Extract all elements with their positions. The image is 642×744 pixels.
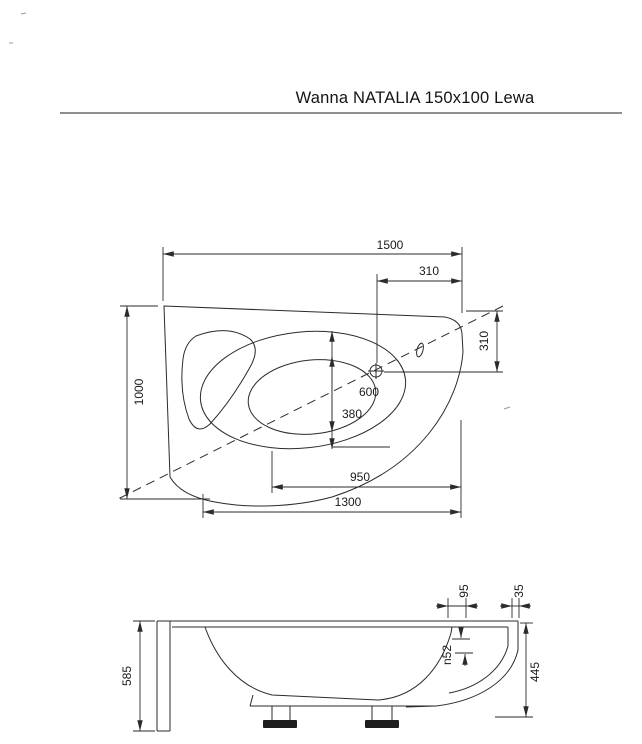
dim-overflow-n52: n52 xyxy=(440,627,473,666)
tub-section xyxy=(157,620,519,708)
dim-1300: 1300 xyxy=(202,494,461,518)
dim-950: 950 xyxy=(271,420,462,518)
dim-label-600: 600 xyxy=(359,385,379,399)
dim-35: 35 xyxy=(500,584,531,618)
dim-600: 600 xyxy=(329,331,379,449)
dim-label-585: 585 xyxy=(120,666,134,686)
dim-380: 380 xyxy=(329,356,390,448)
overflow-symbol xyxy=(416,342,424,358)
drain-circle xyxy=(368,363,384,379)
dim-445: 445 xyxy=(495,622,542,718)
dim-label-310h: 310 xyxy=(419,264,439,278)
dim-310-horizontal: 310 xyxy=(376,264,462,363)
dim-label-310v: 310 xyxy=(477,331,491,351)
dim-585: 585 xyxy=(120,620,155,732)
dim-label-1300: 1300 xyxy=(335,495,362,509)
foot-left xyxy=(263,706,297,728)
scan-artifacts xyxy=(9,12,511,410)
dim-depth-1000: 1000 xyxy=(120,305,210,500)
dim-label-950: 950 xyxy=(350,470,370,484)
dim-label-35: 35 xyxy=(512,584,526,598)
drawing-title: Wanna NATALIA 150x100 Lewa xyxy=(296,89,535,107)
foot-right xyxy=(365,706,399,728)
headrest-shape xyxy=(181,330,256,430)
dim-310-vertical: 310 xyxy=(384,310,503,373)
dim-label-445: 445 xyxy=(528,662,542,682)
top-view: 1500 310 310 1000 xyxy=(115,238,504,518)
diagonal-dashed-line xyxy=(115,305,504,501)
dim-label-1000: 1000 xyxy=(132,378,146,405)
dim-95: 95 xyxy=(436,584,478,618)
basin-bottom-ellipse xyxy=(247,359,377,435)
dim-label-95: 95 xyxy=(457,584,471,598)
dim-label-1500: 1500 xyxy=(377,238,404,252)
side-view: 585 95 35 xyxy=(120,584,542,732)
skirt-panel xyxy=(156,621,171,732)
dim-label-n52: n52 xyxy=(440,645,454,665)
dim-width-1500: 1500 xyxy=(162,238,463,313)
tub-outline xyxy=(163,305,464,507)
dim-label-380: 380 xyxy=(342,407,362,421)
basin-rim-ellipse xyxy=(199,330,407,450)
